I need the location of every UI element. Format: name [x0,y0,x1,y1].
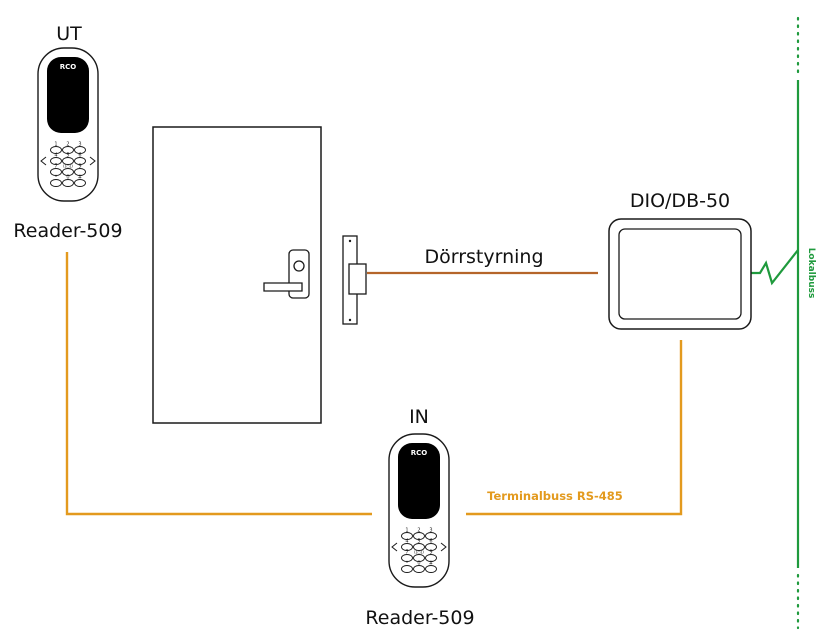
door-control-label: Dörrstyrning [424,246,543,268]
keypad-key-label: 2 [417,528,420,534]
keypad-key-label: ((○)) [63,164,73,169]
controller-label: DIO/DB-50 [630,190,730,212]
reader-ut-role-label: UT [56,23,82,45]
electric-strike [342,235,367,325]
reader-ut-model-label: Reader-509 [13,220,122,242]
keypad-key-label: 7 [405,550,408,556]
reader-in-device: 1 2 3 4 5 6 7 ((○)) 9 * 0 # [388,433,450,588]
keypad-key-label: # [78,175,82,181]
terminal-bus-label: Terminalbuss RS-485 [487,489,623,503]
reader-ut-device: 1 2 3 4 5 6 7 ((○)) 9 * 0 # [37,47,99,202]
keypad-key-label: 0 [66,175,69,181]
keypad-key-label: 3 [78,142,81,148]
keypad-key-label: 5 [66,153,69,159]
keypad-key-label: 7 [54,164,57,170]
reader-in-role-label: IN [409,406,429,428]
local-bus [750,16,800,630]
keypad-key-label: 2 [66,142,69,148]
keypad-key-label: 9 [78,164,81,170]
keypad-key-label: 1 [405,528,408,534]
keypad-key-label: 6 [429,539,432,545]
keypad-key-label: ((○)) [414,550,424,555]
keypad-key-label: 4 [54,153,57,159]
keypad-key-label: * [406,561,409,567]
terminal-bus-line [65,252,372,516]
keypad-key-label: 4 [405,539,408,545]
keypad-key-label: 5 [417,539,420,545]
local-bus-label: Lokalbuss [806,248,816,299]
keypad-key-label: * [55,175,58,181]
reader-in-model-label: Reader-509 [365,607,474,629]
terminal-bus-line-right [466,340,683,516]
keypad-key-label: 9 [429,550,432,556]
keypad-key-label: 6 [78,153,81,159]
keypad-key-label: # [429,561,433,567]
door-handle [263,249,310,299]
keypad-key-label: 1 [54,142,57,148]
controller-unit [608,218,752,330]
keypad-key-label: 3 [429,528,432,534]
keypad-key-label: 0 [417,561,420,567]
